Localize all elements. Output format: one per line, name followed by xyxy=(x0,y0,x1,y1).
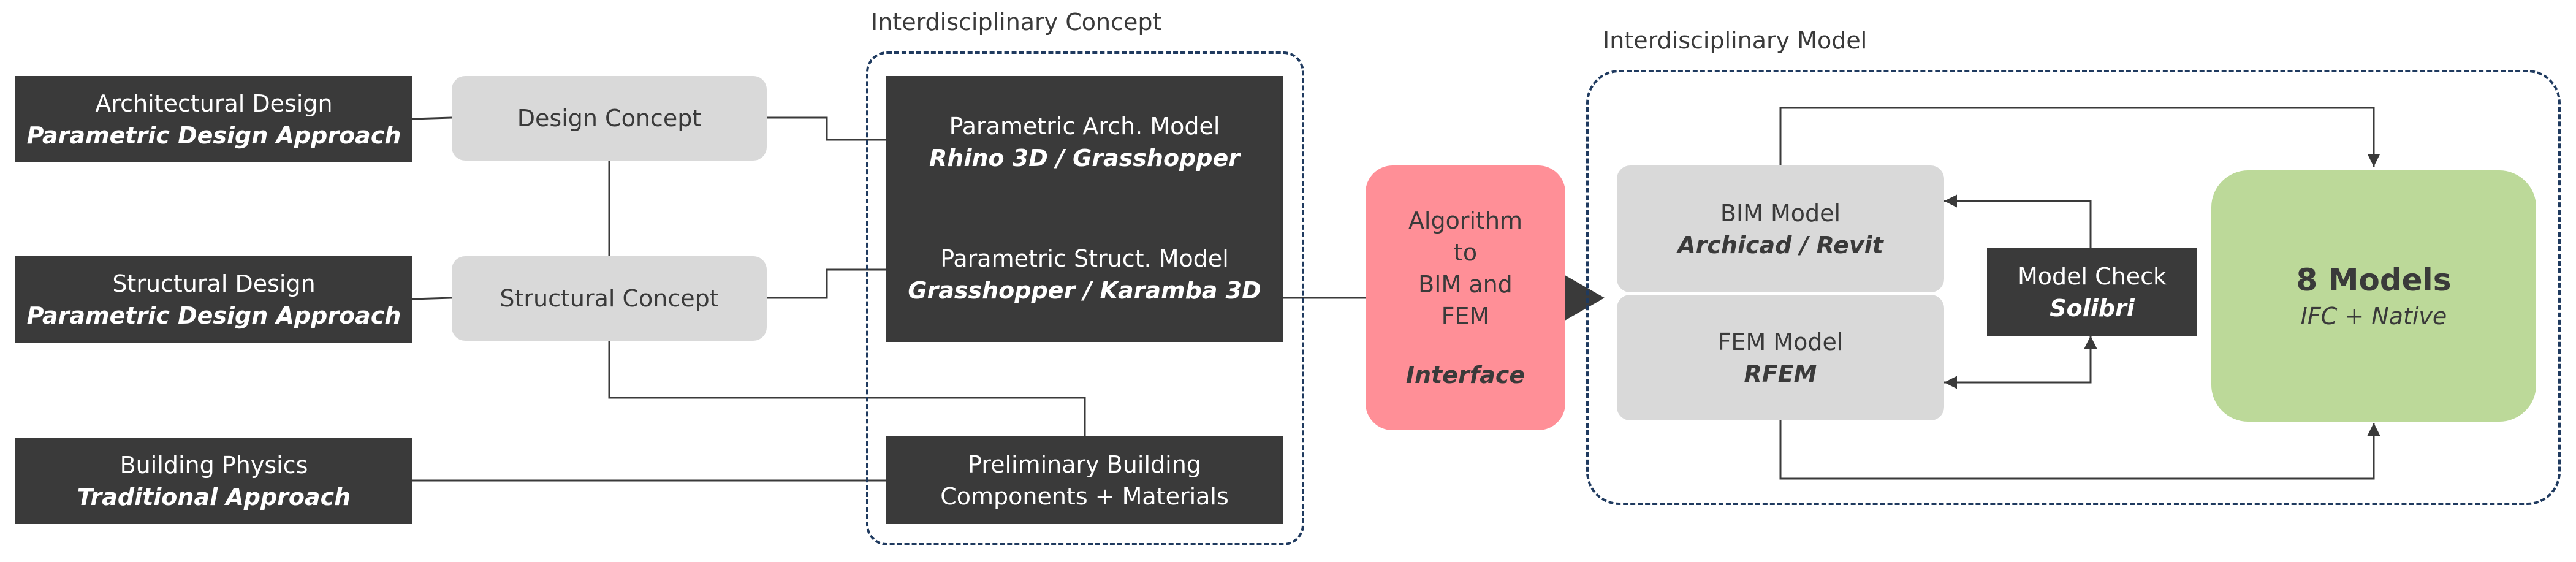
line-design-to-arch-model xyxy=(767,116,886,141)
line-bim-to-output xyxy=(1779,107,2380,167)
interdisciplinary-model-label: Interdisciplinary Model xyxy=(1603,27,1867,54)
model-check-subtitle: Solibri xyxy=(2050,294,2135,322)
line-fem-to-output xyxy=(1779,420,2380,480)
design-concept-label: Design Concept xyxy=(517,105,702,132)
model-check-title: Model Check xyxy=(2017,262,2167,290)
model-check-box: Model Check Solibri xyxy=(1987,248,2197,336)
architectural-design-box: Architectural Design Parametric Design A… xyxy=(15,76,412,162)
structural-design-subtitle: Parametric Design Approach xyxy=(26,302,401,329)
struct-model-subtitle: Grasshopper / Karamba 3D xyxy=(908,277,1261,304)
preliminary-line1: Preliminary Building xyxy=(968,450,1201,478)
struct-model-title: Parametric Struct. Model xyxy=(940,245,1229,272)
output-models-box: 8 Models IFC + Native xyxy=(2211,170,2536,422)
algorithm-arrowhead xyxy=(1562,273,1605,322)
arch-model-title: Parametric Arch. Model xyxy=(949,113,1220,140)
building-physics-box: Building Physics Traditional Approach xyxy=(15,438,412,524)
algorithm-interface-box: Algorithm to BIM and FEM Interface xyxy=(1366,165,1565,430)
line-structconcept-to-preliminary xyxy=(608,341,1086,436)
algorithm-interface: Interface xyxy=(1405,362,1525,389)
preliminary-components-box: Preliminary Building Components + Materi… xyxy=(886,436,1283,524)
design-concept-box: Design Concept xyxy=(452,76,767,161)
fem-model-title: FEM Model xyxy=(1717,328,1844,355)
parametric-models-box: Parametric Arch. Model Rhino 3D / Grassh… xyxy=(886,76,1283,342)
arch-model-subtitle: Rhino 3D / Grasshopper xyxy=(929,145,1240,172)
bim-model-title: BIM Model xyxy=(1720,199,1841,227)
output-models-subtitle: IFC + Native xyxy=(2300,303,2447,330)
structural-concept-label: Structural Concept xyxy=(500,285,719,312)
fem-model-box: FEM Model RFEM xyxy=(1617,295,1944,420)
architectural-design-title: Architectural Design xyxy=(95,89,333,117)
building-physics-title: Building Physics xyxy=(120,451,308,479)
algorithm-line3: BIM and xyxy=(1418,271,1513,298)
algorithm-line4: FEM xyxy=(1441,303,1490,330)
line-struct-to-structconcept xyxy=(412,297,452,300)
line-arch-to-design xyxy=(412,116,452,120)
structural-design-title: Structural Design xyxy=(112,270,316,297)
algorithm-line1: Algorithm xyxy=(1408,207,1523,234)
interdisciplinary-concept-frame xyxy=(866,51,1304,545)
interdisciplinary-model-frame xyxy=(1586,70,2561,505)
output-models-title: 8 Models xyxy=(2296,262,2452,298)
building-physics-subtitle: Traditional Approach xyxy=(77,483,351,511)
line-check-bim xyxy=(1944,194,2092,248)
algorithm-line2: to xyxy=(1453,239,1478,266)
line-check-fem xyxy=(1944,336,2097,389)
preliminary-line2: Components + Materials xyxy=(940,482,1229,510)
architectural-design-subtitle: Parametric Design Approach xyxy=(26,121,401,149)
bim-model-box: BIM Model Archicad / Revit xyxy=(1617,165,1944,292)
fem-model-subtitle: RFEM xyxy=(1744,360,1817,387)
bim-model-subtitle: Archicad / Revit xyxy=(1677,231,1883,259)
structural-concept-box: Structural Concept xyxy=(452,256,767,341)
line-structconcept-to-struct-model xyxy=(767,268,886,299)
interdisciplinary-concept-label: Interdisciplinary Concept xyxy=(871,9,1162,36)
structural-design-box: Structural Design Parametric Design Appr… xyxy=(15,256,412,343)
